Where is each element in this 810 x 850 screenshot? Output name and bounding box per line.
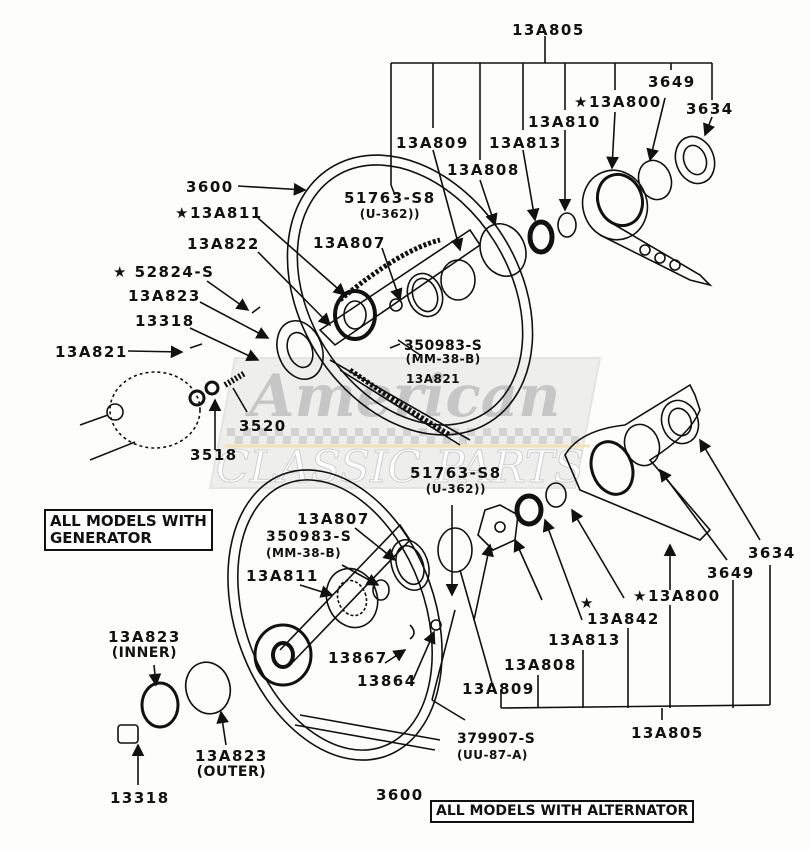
top-part-13A800 (581, 169, 713, 287)
label-top-52824S: ★ 52824-S (113, 263, 215, 281)
top-group-bracket (390, 36, 713, 185)
label-top-13318: 13318 (135, 312, 195, 330)
label-bottom-51763-S8: 51763-S8 (U-362)) (410, 465, 502, 497)
label-bottom-13A823-inner: 13A823 (INNER) (108, 629, 181, 661)
label-top-3600: 3600 (186, 178, 234, 196)
label-bottom-3649: 3649 (707, 564, 755, 582)
label-bottom-350983-S: 350983-S (MM-38-B) (266, 528, 352, 561)
generator-banner-line1: ALL MODELS WITH (50, 512, 207, 530)
label-top-3634: 3634 (686, 100, 734, 118)
top-steering-wheel (189, 154, 534, 446)
label-top-13A809: 13A809 (396, 134, 469, 152)
label-bottom-350983-S-text: 350983-S (266, 529, 353, 545)
label-bottom-13A842: 13A842 (587, 610, 660, 628)
label-bottom-13A809: 13A809 (462, 680, 535, 698)
label-top-13A800: ★13A800 (574, 93, 662, 111)
label-bottom-379907-S-text: 379907-S (457, 731, 536, 747)
label-bottom-379907-S-sub: (UU-87-A) (457, 748, 528, 762)
label-top-13A807: 13A807 (313, 234, 386, 252)
label-bottom-13A823-inner-sub: (INNER) (111, 645, 178, 661)
label-bottom-379907-S: 379907-S (UU-87-A) (457, 730, 535, 763)
label-top-13A808: 13A808 (447, 161, 520, 179)
label-bottom-13A823-outer-sub: (OUTER) (196, 764, 267, 780)
top-part-13A808 (479, 223, 527, 277)
bottom-leaders (131, 438, 761, 785)
label-top-13A810: 13A810 (528, 113, 601, 131)
label-bottom-13A813: 13A813 (548, 631, 621, 649)
top-part-3649 (637, 159, 673, 201)
label-top-3520: 3520 (239, 417, 287, 435)
generator-banner-line2: GENERATOR (50, 529, 152, 547)
label-top-51763-S8-text: 51763-S8 (344, 189, 436, 207)
label-bottom-13A811: 13A811 (246, 567, 319, 585)
label-bottom-13A800: ★13A800 (633, 587, 721, 605)
label-top-51763-S8-sub: (U-362)) (359, 207, 420, 221)
label-bottom-13318: 13318 (110, 789, 170, 807)
label-bottom-13A823-outer-text: 13A823 (195, 747, 268, 765)
label-top-13A805: 13A805 (512, 21, 585, 39)
label-top-3649: 3649 (648, 73, 696, 91)
label-bottom-13A823-outer: 13A823 (OUTER) (195, 748, 268, 780)
label-bottom-51763-S8-sub: (U-362)) (425, 482, 486, 496)
label-bottom-13A808: 13A808 (504, 656, 577, 674)
label-bottom-13A823-inner-text: 13A823 (108, 628, 181, 646)
top-part-13A813 (527, 219, 555, 255)
label-top-13A811: ★13A811 (175, 204, 263, 222)
label-bottom-13A842-star: ★ (580, 594, 595, 612)
label-top-51763-S8: 51763-S8 (U-362)) (344, 190, 436, 222)
label-bottom-350983-S-sub: (MM-38-B) (266, 546, 342, 560)
top-part-3518-3520 (79, 370, 247, 461)
label-bottom-3634: 3634 (748, 544, 796, 562)
label-bottom-3600: 3600 (376, 786, 424, 804)
bottom-group-bracket (500, 565, 771, 720)
label-top-350983-S-sub: (MM-38-B) (405, 352, 481, 366)
top-part-3634 (674, 135, 716, 185)
label-bottom-13A807: 13A807 (297, 510, 370, 528)
bottom-steering-wheel (227, 469, 473, 761)
label-bottom-51763-S8-text: 51763-S8 (410, 464, 502, 482)
label-top-13A822: 13A822 (187, 235, 260, 253)
generator-variant-banner: ALL MODELS WITH GENERATOR (44, 509, 213, 551)
top-part-13A810 (557, 212, 577, 238)
alternator-variant-banner: ALL MODELS WITH ALTERNATOR (430, 800, 695, 823)
label-top-13A823: 13A823 (128, 287, 201, 305)
label-bottom-13864: 13864 (357, 672, 417, 690)
label-bottom-13A805: 13A805 (631, 724, 704, 742)
label-top-13A821: 13A821 (55, 343, 128, 361)
label-top-13A813: 13A813 (489, 134, 562, 152)
label-bottom-13867: 13867 (328, 649, 388, 667)
label-top-350983-S: 350983-S (MM-38-B) (404, 338, 483, 366)
label-top-13A821-b: 13A821 (406, 372, 461, 386)
label-top-350983-S-text: 350983-S (404, 338, 483, 354)
label-top-3518: 3518 (190, 446, 238, 464)
top-leaders (127, 97, 716, 450)
